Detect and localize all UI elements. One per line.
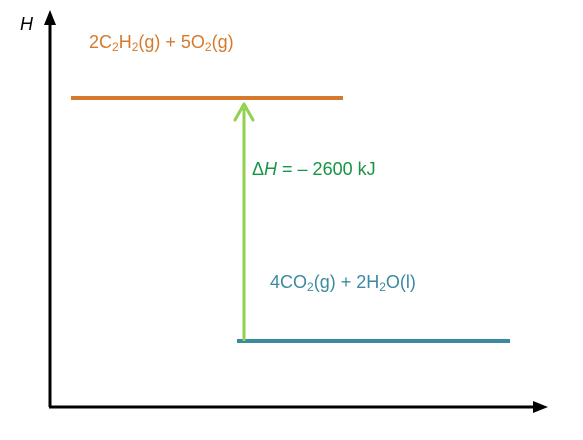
x-axis-arrowhead [533,401,548,413]
reactants-subscript: 2 [112,40,119,54]
delta-symbol: Δ [252,159,265,179]
reactants-part: (g) [211,32,234,52]
reactants-subscript: 2 [204,40,212,54]
products-formula: 4CO2(g) + 2H2O(l) [270,271,416,293]
products-subscript: 2 [307,280,314,294]
reactants-subscript: 2 [131,40,139,54]
enthalpy-change-label: ΔH = – 2600 kJ [252,158,376,180]
y-axis-arrowhead [44,10,56,25]
reactants-part: H [118,32,132,52]
products-subscript: 2 [379,280,386,294]
products-part: 4CO [270,272,308,292]
products-part: O(l) [385,272,416,292]
reactants-part: (g) + 5O [138,32,205,52]
reactants-formula: 2C2H2(g) + 5O2(g) [89,31,234,53]
reactants-part: 2C [89,32,113,52]
enthalpy-change-arrowhead [233,102,255,122]
enthalpy-symbol: H [264,159,278,179]
enthalpy-change-value: = – 2600 kJ [277,159,376,179]
y-axis-label: H [20,14,33,34]
products-part: (g) + 2H [313,272,380,292]
